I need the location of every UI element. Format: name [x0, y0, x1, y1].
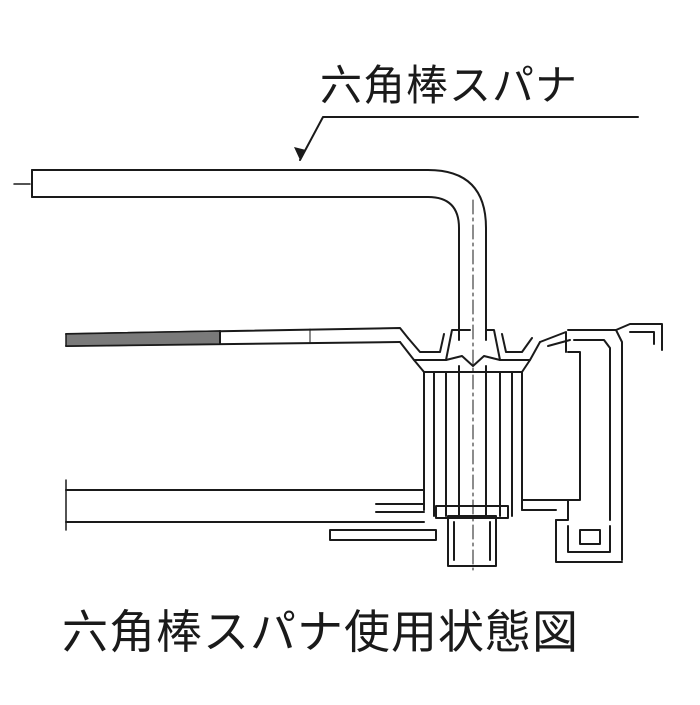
frame-channel [555, 323, 663, 563]
callout-label: 六角棒スパナ [320, 61, 579, 110]
diagram-caption: 六角棒スパナ使用状態図 [62, 605, 579, 659]
hex-key-wrench [13, 169, 487, 571]
lower-frame [65, 479, 569, 541]
bolt-nut [435, 505, 509, 567]
cover-panel [65, 327, 409, 347]
callout-leader [294, 116, 639, 161]
socket-body [423, 365, 523, 517]
socket-flange [399, 329, 571, 373]
